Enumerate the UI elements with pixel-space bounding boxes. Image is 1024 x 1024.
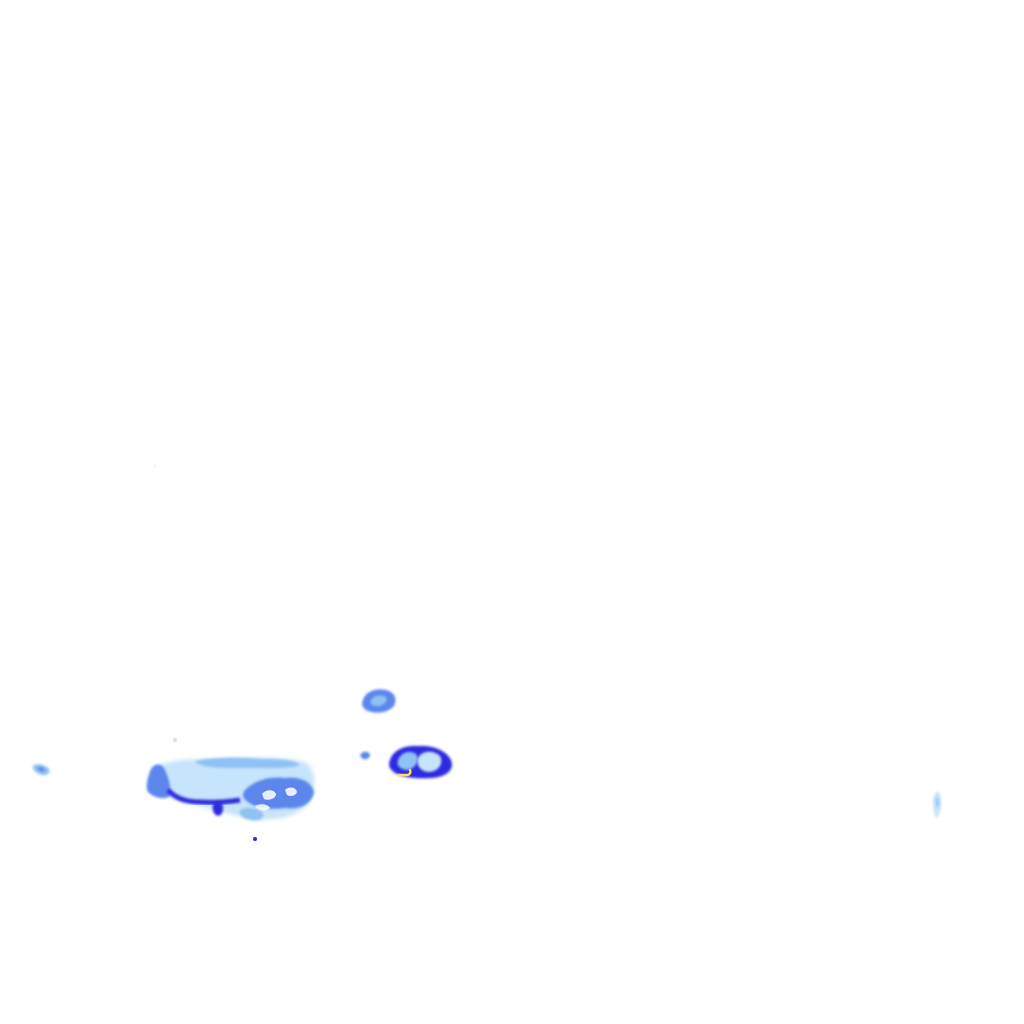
echo-central-core: [396, 768, 412, 777]
echo-central-cell-inner-right: [417, 751, 442, 772]
echo-main-band-drip: [212, 801, 224, 816]
echo-main-band-right-holes: [255, 787, 297, 811]
echo-central-cell: [389, 745, 452, 779]
echo-east-streak-core: [936, 797, 939, 808]
echo-main-band-south-wisps: [239, 807, 264, 821]
echo-main-band-light: [195, 757, 300, 769]
echo-north-cell-inner: [370, 695, 387, 706]
echo-central-core-mark: [396, 768, 412, 777]
echo-main-band-dot: [253, 837, 257, 841]
echo-main-band: [146, 738, 315, 841]
echo-west-speck: [32, 764, 50, 776]
echo-main-band-speck: [173, 738, 177, 742]
echo-central-speck: [360, 751, 370, 760]
echo-main-band-left-cell: [146, 764, 171, 799]
echo-central-cell-inner-left: [397, 752, 418, 770]
echo-main-band-line: [166, 788, 241, 805]
echo-main-band-right-cells: [243, 777, 314, 809]
echo-noise-speck: [154, 465, 156, 467]
echo-east-streak: [932, 791, 942, 818]
echo-west-speck-inner: [37, 766, 45, 772]
echo-north-cell: [362, 689, 396, 713]
